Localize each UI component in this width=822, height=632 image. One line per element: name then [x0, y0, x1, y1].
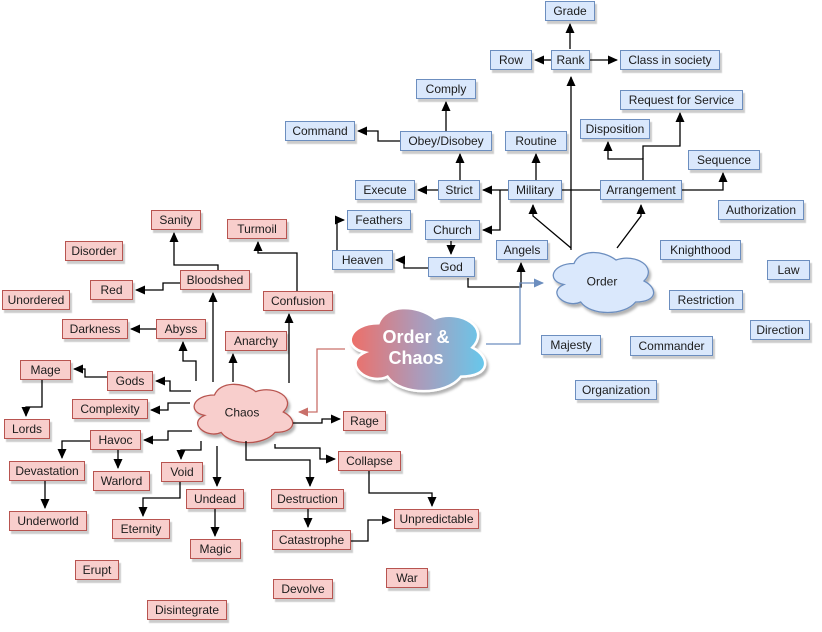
node-comply[interactable]: Comply — [416, 79, 476, 99]
node-restriction[interactable]: Restriction — [669, 290, 743, 310]
node-lords[interactable]: Lords — [4, 419, 50, 439]
order-cloud[interactable] — [552, 251, 655, 314]
node-devolve[interactable]: Devolve — [273, 579, 333, 599]
node-complexity[interactable]: Complexity — [72, 399, 148, 419]
order-chaos-cloud-label: Chaos — [388, 348, 443, 368]
edge-mage-lords[interactable] — [21, 380, 43, 417]
node-rage[interactable]: Rage — [343, 411, 386, 431]
order-cloud-label: Order — [587, 275, 618, 289]
node-commander[interactable]: Commander — [630, 336, 713, 356]
edge-void-eternity[interactable] — [138, 482, 181, 517]
node-abyss[interactable]: Abyss — [156, 319, 206, 339]
node-sequence[interactable]: Sequence — [688, 150, 760, 170]
node-angels[interactable]: Angels — [496, 240, 548, 260]
edge-heaven-feathers[interactable] — [335, 215, 345, 250]
node-mage[interactable]: Mage — [20, 360, 71, 380]
node-command[interactable]: Command — [285, 121, 355, 141]
edge-gods-mage[interactable] — [73, 364, 107, 378]
edge-chaos-gods[interactable] — [155, 376, 191, 392]
node-disorder[interactable]: Disorder — [65, 241, 123, 261]
node-gods[interactable]: Gods — [107, 371, 153, 391]
node-church[interactable]: Church — [425, 220, 480, 240]
edge-arrangement-disposition[interactable] — [603, 141, 644, 180]
edge-order-chaos-to-chaos[interactable] — [298, 348, 345, 417]
node-request-for-service[interactable]: Request for Service — [620, 90, 743, 110]
node-execute[interactable]: Execute — [355, 180, 415, 200]
edge-god-heaven[interactable] — [395, 255, 428, 269]
edge-chaos-abyss[interactable] — [178, 341, 197, 381]
node-unpredictable[interactable]: Unpredictable — [394, 509, 479, 529]
node-military[interactable]: Military — [508, 180, 562, 200]
edge-catastrophe-unpredictable[interactable] — [351, 515, 392, 542]
node-strict[interactable]: Strict — [438, 180, 480, 200]
node-sanity[interactable]: Sanity — [151, 210, 201, 230]
node-row[interactable]: Row — [490, 50, 532, 70]
node-obey-disobey[interactable]: Obey/Disobey — [400, 131, 492, 151]
node-direction[interactable]: Direction — [750, 320, 810, 340]
node-erupt[interactable]: Erupt — [75, 560, 119, 580]
edge-chaos-void[interactable] — [176, 441, 202, 460]
edge-arrangement-request-for-service[interactable] — [642, 112, 685, 159]
node-underworld[interactable]: Underworld — [9, 511, 87, 531]
node-havoc[interactable]: Havoc — [90, 430, 141, 450]
node-confusion[interactable]: Confusion — [263, 291, 333, 311]
node-war[interactable]: War — [386, 568, 428, 588]
node-arrangement[interactable]: Arrangement — [600, 180, 682, 200]
edge-order-arrangement[interactable] — [616, 204, 646, 249]
node-magic[interactable]: Magic — [190, 539, 241, 559]
node-collapse[interactable]: Collapse — [338, 451, 401, 471]
node-destruction[interactable]: Destruction — [271, 489, 344, 509]
node-darkness[interactable]: Darkness — [62, 319, 128, 339]
node-eternity[interactable]: Eternity — [112, 519, 170, 539]
node-red[interactable]: Red — [90, 280, 133, 300]
node-routine[interactable]: Routine — [505, 131, 567, 151]
node-bloodshed[interactable]: Bloodshed — [180, 270, 250, 290]
edge-chaos-destruction[interactable] — [245, 441, 315, 487]
node-turmoil[interactable]: Turmoil — [227, 219, 287, 239]
edge-arrangement-sequence[interactable] — [682, 172, 728, 191]
chaos-cloud[interactable] — [193, 383, 294, 444]
chaos-cloud-label: Chaos — [225, 406, 260, 420]
node-undead[interactable]: Undead — [186, 489, 244, 509]
node-rank[interactable]: Rank — [551, 50, 590, 70]
node-law[interactable]: Law — [767, 260, 810, 280]
node-god[interactable]: God — [428, 257, 475, 277]
edge-bloodshed-red[interactable] — [135, 282, 180, 295]
edge-confusion-turmoil[interactable] — [253, 241, 298, 291]
node-grade[interactable]: Grade — [545, 1, 595, 21]
edge-chaos-havoc[interactable] — [143, 430, 192, 445]
node-anarchy[interactable]: Anarchy — [225, 331, 287, 351]
node-disintegrate[interactable]: Disintegrate — [147, 600, 227, 620]
edge-chaos-complexity[interactable] — [150, 402, 190, 415]
node-feathers[interactable]: Feathers — [347, 210, 411, 230]
order-chaos-cloud-label: Order & — [382, 327, 449, 347]
node-disposition[interactable]: Disposition — [580, 119, 650, 139]
edge-collapse-unpredictable[interactable] — [368, 471, 437, 507]
node-warlord[interactable]: Warlord — [93, 471, 150, 491]
node-class-in-society[interactable]: Class in society — [620, 50, 720, 70]
node-catastrophe[interactable]: Catastrophe — [272, 530, 351, 550]
edge-chaos-collapse[interactable] — [274, 444, 336, 464]
edge-military-church[interactable] — [482, 190, 501, 235]
edge-bloodshed-sanity[interactable] — [169, 232, 219, 270]
node-heaven[interactable]: Heaven — [332, 250, 393, 270]
node-knighthood[interactable]: Knighthood — [660, 240, 741, 260]
edge-havoc-devastation[interactable] — [57, 440, 90, 459]
node-unordered[interactable]: Unordered — [2, 290, 70, 310]
node-majesty[interactable]: Majesty — [541, 335, 601, 355]
node-organization[interactable]: Organization — [575, 380, 657, 400]
edge-chaos-rage[interactable] — [293, 414, 341, 424]
order-chaos-cloud[interactable] — [349, 306, 487, 393]
edge-order-chaos-to-order[interactable] — [486, 278, 544, 345]
edge-obey-disobey-command[interactable] — [357, 126, 400, 142]
node-devastation[interactable]: Devastation — [9, 461, 85, 481]
edge-order-military[interactable] — [528, 204, 572, 249]
node-void[interactable]: Void — [161, 462, 203, 482]
node-authorization[interactable]: Authorization — [718, 200, 804, 220]
edge-god-angels[interactable] — [467, 262, 526, 288]
